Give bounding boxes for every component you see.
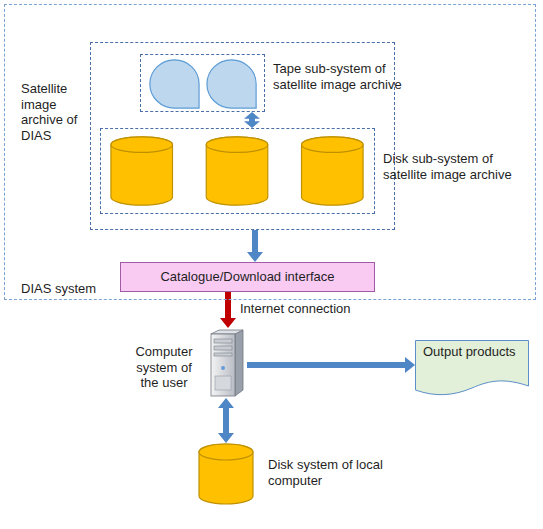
disk-cylinders xyxy=(101,129,374,213)
disk-cylinder xyxy=(199,444,253,504)
front-grille xyxy=(215,376,231,390)
system-boundary: DIAS system Satellite image archive of DI… xyxy=(4,4,536,300)
node-label: Computer system of the user xyxy=(126,344,202,391)
node-label: Tape sub-system of satellite image archi… xyxy=(273,61,423,92)
drive-bay xyxy=(214,339,232,343)
tower-front xyxy=(211,334,235,396)
power-button xyxy=(221,366,225,370)
node-label: DIAS system xyxy=(21,281,116,297)
output-document: Output products xyxy=(415,340,529,398)
local-disk-cylinder xyxy=(198,443,254,505)
drive-bay xyxy=(214,353,232,356)
tape-reel xyxy=(150,60,199,108)
disk-cylinder-top xyxy=(302,137,364,153)
block-arrow xyxy=(244,112,260,128)
disk-cylinder-top xyxy=(111,137,173,153)
disk-cylinder xyxy=(206,137,268,205)
interface-box: Catalogue/Download interface xyxy=(120,262,375,292)
block-arrow xyxy=(218,398,234,443)
tape-subsystem: Tape sub-system of satellite image archi… xyxy=(140,54,265,112)
disk-cylinder xyxy=(302,137,364,205)
computer-node: Computer system of the user xyxy=(205,328,247,398)
tower-top xyxy=(211,330,243,334)
node-label: Catalogue/Download interface xyxy=(160,269,334,285)
tape-reel xyxy=(207,60,256,108)
disk-subsystem: Disk sub-system of satellite image archi… xyxy=(100,128,375,214)
edge-label: Internet connection xyxy=(238,301,353,317)
node-label: Disk system of local computer xyxy=(268,457,388,488)
archive-group: Satellite image archive of DIAS Tape sub… xyxy=(90,42,395,230)
computer-icon xyxy=(205,328,247,398)
local-disk: Disk system of local computer xyxy=(198,443,254,505)
node-label: Output products xyxy=(423,344,523,360)
block-arrow xyxy=(247,357,415,373)
disk-cylinder-top xyxy=(199,444,253,460)
document-outline xyxy=(416,341,529,395)
tower-side xyxy=(235,330,243,396)
block-arrow xyxy=(247,230,263,262)
drive-bay xyxy=(214,346,232,350)
block-arrow xyxy=(220,292,236,328)
tape-reels xyxy=(141,55,264,111)
node-label: Disk sub-system of satellite image archi… xyxy=(383,151,533,182)
disk-cylinder xyxy=(111,137,173,205)
disk-cylinder-top xyxy=(206,137,268,153)
node-label: Satellite image archive of DIAS xyxy=(21,81,89,143)
